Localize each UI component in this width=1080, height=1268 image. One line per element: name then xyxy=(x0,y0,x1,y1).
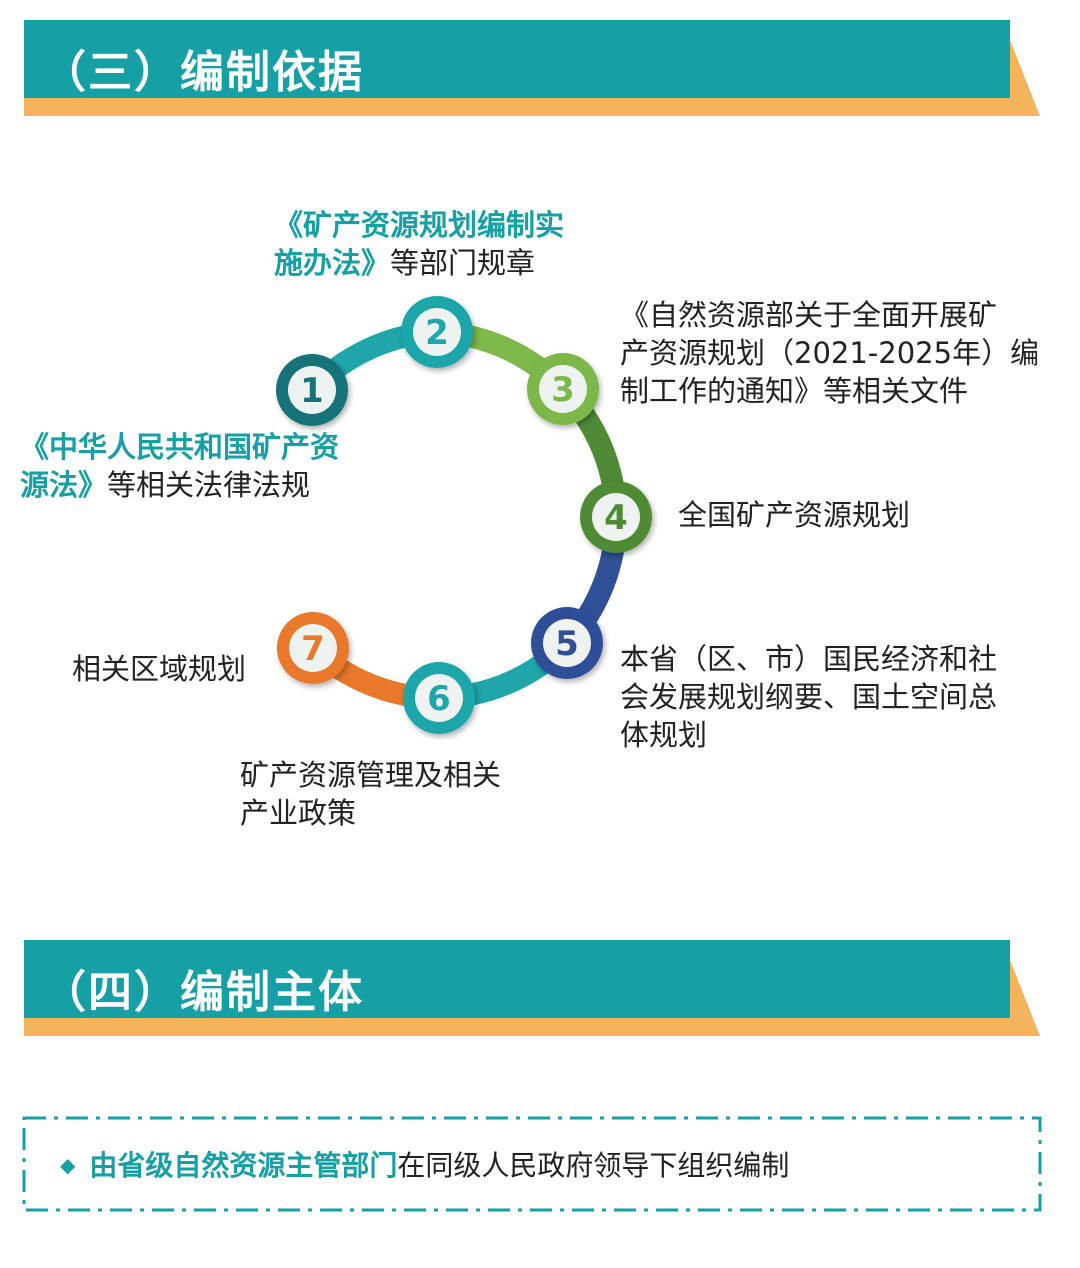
ring-nodes: 1 2 3 4 5 6 7 xyxy=(276,296,652,734)
section-banner-3: （三）编制依据 xyxy=(0,20,1080,120)
node-number: 7 xyxy=(301,629,325,669)
node-3: 3 xyxy=(527,353,599,425)
node-number: 3 xyxy=(551,370,575,410)
banner-shape xyxy=(24,940,1040,1036)
node-number: 5 xyxy=(555,624,579,664)
section-banner-4: （四）编制主体 xyxy=(0,940,1080,1040)
node-5: 5 xyxy=(531,607,603,679)
section-title-3: （三）编制依据 xyxy=(42,47,364,98)
node-4: 4 xyxy=(580,481,652,553)
basis-ring-diagram: 1 2 3 4 5 6 7 xyxy=(276,296,652,734)
label-node-1: 《中华人民共和国矿产资 源法》等相关法律法规 xyxy=(20,430,340,502)
banner-shape xyxy=(24,20,1040,116)
node-center xyxy=(415,674,463,722)
label-node-4: 全国矿产资源规划 xyxy=(678,498,911,532)
node-center xyxy=(413,308,461,356)
node-center xyxy=(592,493,640,541)
node-center xyxy=(539,365,587,413)
node-number: 2 xyxy=(425,313,449,353)
node-center xyxy=(289,624,337,672)
node-6: 6 xyxy=(403,662,475,734)
node-7: 7 xyxy=(277,612,349,684)
node-1: 1 xyxy=(276,354,348,426)
node-number: 6 xyxy=(427,679,451,719)
label-node-2: 《矿产资源规划编制实 施办法》等部门规章 xyxy=(274,208,565,280)
node-center xyxy=(288,366,336,414)
note-text: ◆由省级自然资源主管部门在同级人民政府领导下组织编制 xyxy=(60,1149,790,1182)
label-node-3: 《自然资源部关于全面开展矿 产资源规划（2021-2025年）编 制工作的通知》… xyxy=(620,298,1040,408)
note-box: ◆由省级自然资源主管部门在同级人民政府领导下组织编制 xyxy=(22,1116,1042,1212)
diamond-bullet-icon: ◆ xyxy=(60,1153,76,1177)
label-node-6: 矿产资源管理及相关 产业政策 xyxy=(240,758,502,830)
label-node-7: 相关区域规划 xyxy=(72,652,247,686)
node-number: 4 xyxy=(604,498,628,538)
dashed-border xyxy=(22,1116,1042,1212)
node-2: 2 xyxy=(401,296,473,368)
section-title-4: （四）编制主体 xyxy=(42,967,364,1018)
label-node-5: 本省（区、市）国民经济和社 会发展规划纲要、国土空间总 体规划 xyxy=(620,642,998,752)
node-center xyxy=(543,619,591,667)
node-number: 1 xyxy=(300,371,324,411)
